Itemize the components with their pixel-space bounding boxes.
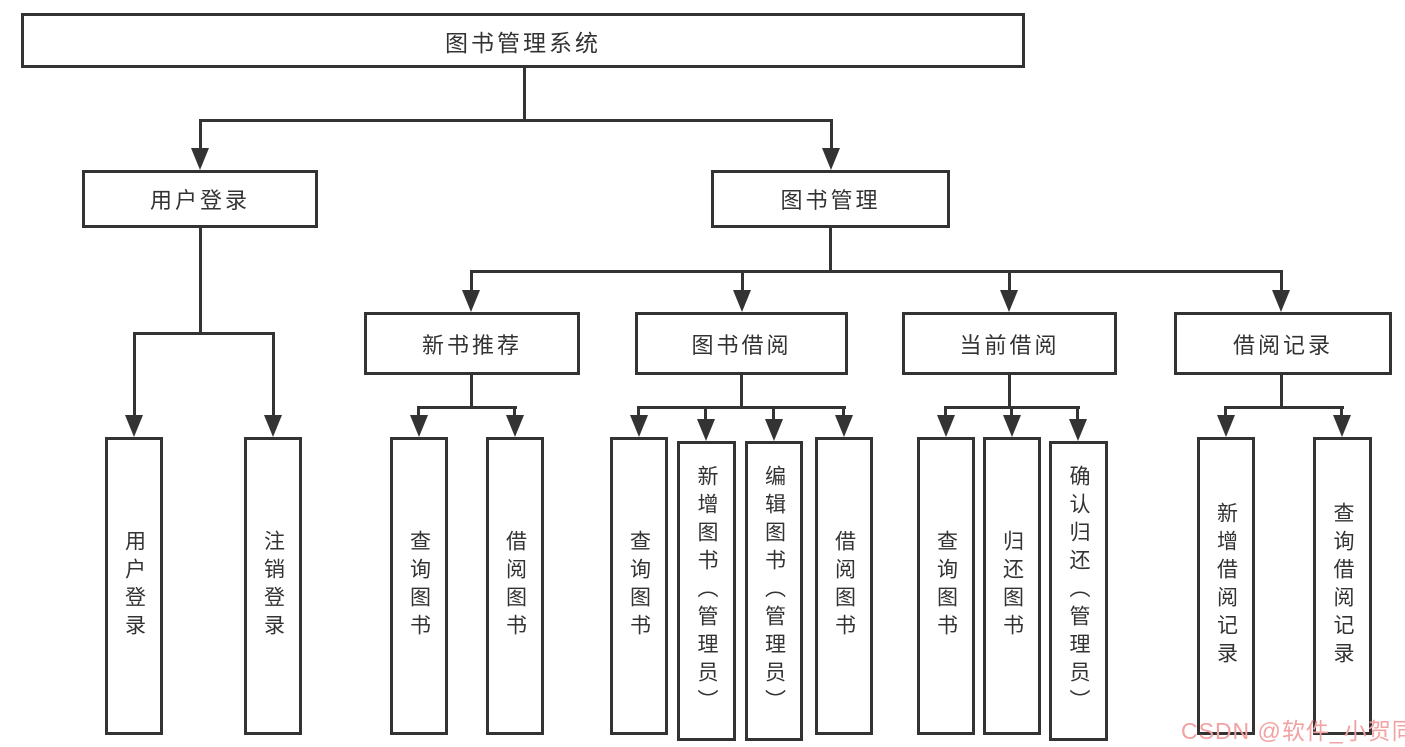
connector-drop-current-borrowing [1008,270,1011,292]
leaf-borrow-books-recommend: 借阅图书 [486,437,544,735]
node-label: 当前借阅 [959,332,1060,358]
leaf-query-books-recommend: 查询图书 [390,437,448,735]
connector-groupD-stem [1280,375,1283,408]
connector-groupB-drop-3 [842,406,845,417]
leaf-label: 查询图书 [627,530,651,642]
connector-root-stem [523,68,526,121]
connector-drop-leaf-user-login [133,332,136,416]
connector-groupC-drop-1 [1010,406,1013,417]
connector-drop-leaf-logout [272,332,275,416]
node-label: 新书推荐 [421,332,522,358]
connector-groupA-drop-0 [417,406,420,417]
node-label: 借阅记录 [1232,332,1333,358]
node-current-borrowing: 当前借阅 [902,312,1117,375]
connector-groupA-drop-1 [513,406,516,417]
node-label: 用户登录 [149,188,250,213]
leaf-label: 查询图书 [407,530,431,642]
connector-groupD-drop-1 [1340,406,1343,417]
connector-user-login-hline [133,332,275,335]
connector-groupA-hline [417,406,517,409]
arrow-to-leaf-user-login [125,415,143,437]
connector-groupB-drop-1 [704,406,707,421]
leaf-label: 借阅图书 [832,530,856,642]
connector-level2-hline [199,119,833,122]
leaf-label: 编辑图书（管理员） [762,465,786,717]
leaf-label: 确认归还（管理员） [1067,465,1090,717]
connector-groupA-stem [470,375,473,408]
arrow-to-query-books-borrowing [630,415,648,437]
leaf-logout: 注销登录 [244,437,302,735]
leaf-label: 新增图书（管理员） [695,465,718,717]
connector-drop-book-borrowing [741,270,744,292]
leaf-label: 查询借阅记录 [1331,502,1354,670]
arrow-to-query-books-current [937,415,955,437]
node-borrowing-records: 借阅记录 [1174,312,1392,375]
leaf-return-books: 归还图书 [983,437,1041,735]
connector-groupB-drop-2 [772,406,775,421]
arrow-to-return-books [1003,415,1021,437]
connector-groupB-stem [740,375,743,408]
leaf-add-borrow-record: 新增借阅记录 [1197,437,1255,735]
connector-user-login-stem [199,228,202,334]
arrow-to-new-book-recommend [462,290,480,312]
node-user-login: 用户登录 [82,170,318,228]
arrow-to-current-borrowing [1000,290,1018,312]
leaf-borrow-books-borrowing: 借阅图书 [815,437,873,735]
connector-groupD-drop-0 [1224,406,1227,417]
leaf-label: 新增借阅记录 [1214,502,1238,670]
leaf-label: 用户登录 [122,530,146,642]
leaf-label: 归还图书 [1000,530,1024,642]
arrow-to-leaf-logout [264,415,282,437]
csdn-watermark: CSDN @软件_小贺同学 [1181,718,1405,744]
leaf-add-books-admin: 新增图书（管理员） [677,441,736,741]
arrow-to-borrow-books-recommend [506,415,524,437]
arrow-to-book-management [822,148,840,170]
connector-groupC-stem [1008,375,1011,408]
connector-groupD-hline [1224,406,1344,409]
leaf-label: 查询图书 [934,530,958,642]
connector-groupB-hline [637,406,846,409]
leaf-confirm-return-admin: 确认归还（管理员） [1049,441,1108,741]
node-label: 图书管理 [780,188,881,213]
leaf-query-borrow-record: 查询借阅记录 [1313,437,1372,735]
connector-groupC-drop-2 [1076,406,1079,421]
node-label: 图书管理系统 [445,29,601,56]
leaf-query-books-borrowing: 查询图书 [610,437,668,735]
node-new-book-recommend: 新书推荐 [364,312,580,375]
arrow-to-add-borrow-record [1217,415,1235,437]
connector-drop-book-management [830,119,833,151]
node-library-system: 图书管理系统 [21,13,1025,68]
leaf-label: 借阅图书 [503,530,527,642]
connector-level3-hline [470,270,1283,273]
arrow-to-borrowing-records [1272,290,1290,312]
node-book-borrowing: 图书借阅 [635,312,848,375]
arrow-to-add-books-admin [697,419,715,441]
node-label: 图书借阅 [691,332,792,358]
arrow-to-edit-books-admin [765,419,783,441]
connector-groupC-drop-0 [944,406,947,417]
arrow-to-confirm-return-admin [1069,419,1087,441]
arrow-to-borrow-books-borrowing [835,415,853,437]
leaf-user-login: 用户登录 [105,437,163,735]
connector-drop-user-login [199,119,202,151]
node-book-management: 图书管理 [711,170,950,228]
connector-drop-new-book-recommend [470,270,473,292]
arrow-to-user-login [191,148,209,170]
leaf-query-books-current: 查询图书 [917,437,975,735]
arrow-to-book-borrowing [733,290,751,312]
connector-groupB-drop-0 [637,406,640,417]
leaf-label: 注销登录 [261,530,285,642]
connector-book-management-stem [829,228,832,272]
leaf-edit-books-admin: 编辑图书（管理员） [745,441,803,741]
arrow-to-query-borrow-record [1333,415,1351,437]
arrow-to-query-books-recommend [410,415,428,437]
connector-drop-borrowing-records [1280,270,1283,292]
